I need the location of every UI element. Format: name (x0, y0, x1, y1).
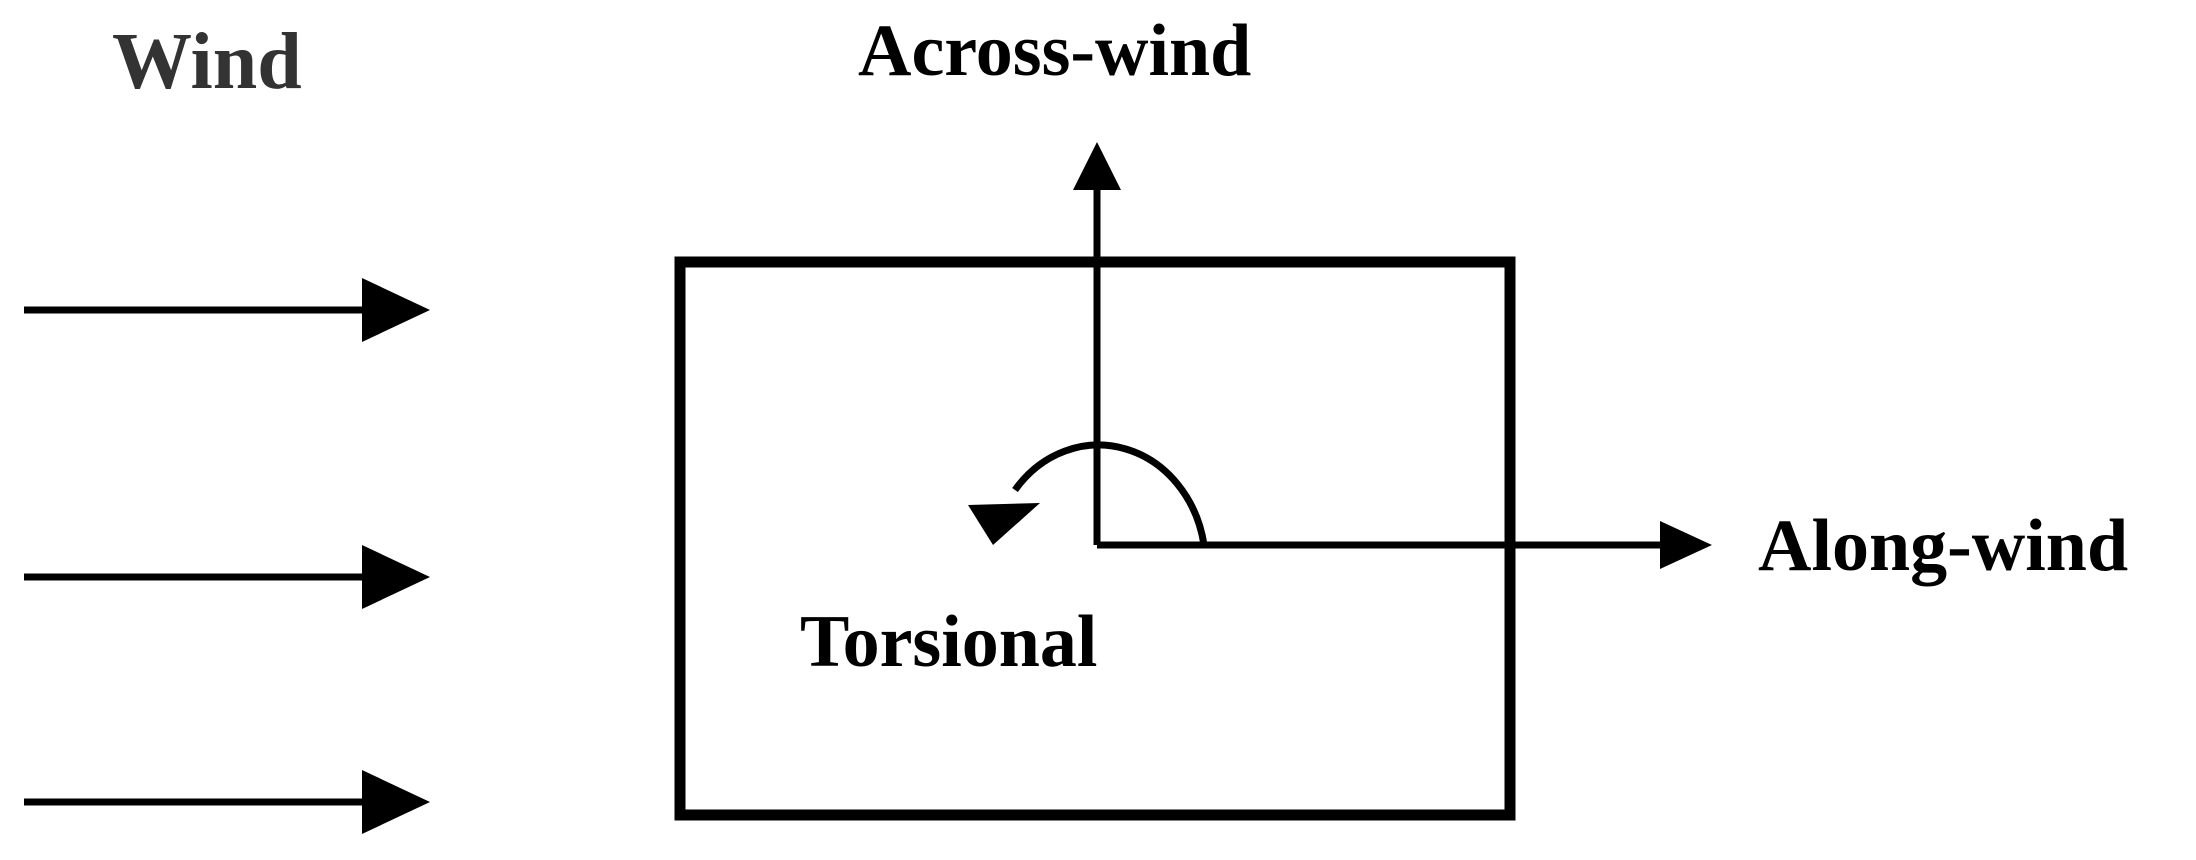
torsional-label: Torsional (800, 601, 1097, 683)
wind-arrows (24, 278, 430, 834)
wind-arrow-middle-head (362, 545, 430, 609)
wind-arrow-bottom-head (362, 770, 430, 834)
torsional-arrowhead (968, 503, 1040, 545)
torsional-arc (1012, 441, 1208, 546)
along-wind-arrowhead (1660, 521, 1712, 569)
along-wind-label: Along-wind (1758, 505, 2128, 587)
wind-label: Wind (112, 18, 302, 106)
across-wind-label: Across-wind (858, 10, 1251, 92)
wind-arrow-top-head (362, 278, 430, 342)
across-wind-arrowhead (1073, 142, 1121, 190)
